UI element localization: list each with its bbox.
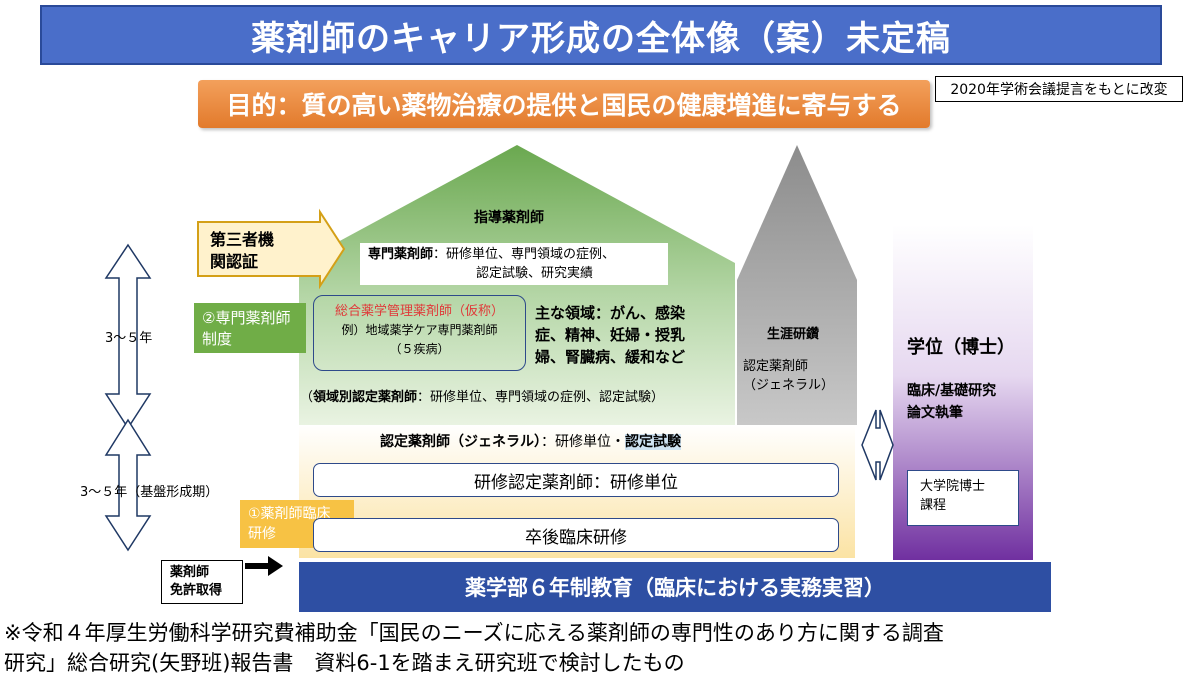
pharmacy-education-bar: 薬学部６年制教育（臨床における実務実習） (299, 562, 1051, 612)
clinical-training-box: ①薬剤師臨床 研修 (240, 500, 354, 548)
lower-years-arrow (104, 418, 152, 552)
domain-certified-title: 領域別認定薬剤師 (313, 390, 418, 405)
clinical-training-line2: 研修 (248, 526, 276, 542)
specialist-system-line2: 制度 (202, 330, 233, 348)
general-certified-highlight: 認定試験 (625, 434, 681, 450)
main-areas-line2: 症、精神、妊婦・授乳 (535, 326, 686, 344)
general-certified-desc: ：研修単位・ (541, 434, 625, 450)
specialist-pharmacist-box: 専門薬剤師：研修単位、専門領域の症例、 認定試験、研究実績 (360, 243, 668, 285)
upper-years-label: 3～５年 (105, 331, 153, 346)
trainee-certified-box: 研修認定薬剤師：研修単位 (313, 463, 839, 497)
comprehensive-example: 例）地域薬学ケア専門薬剤師 (341, 323, 498, 337)
license-arrow (245, 556, 283, 576)
specialist-pharmacist-desc1: ：研修単位、専門領域の症例、 (433, 247, 616, 262)
lifelong-certified-text: 認定薬剤師 （ジェネラル） (743, 357, 834, 395)
lifelong-learning-title: 生涯研鑽 (767, 327, 820, 342)
main-areas-line3: 婦、腎臓病、緩和など (535, 348, 686, 366)
comprehensive-pharmacist-box: 総合薬学管理薬剤師（仮称） 例）地域薬学ケア専門薬剤師 （５疾病） (313, 295, 526, 371)
general-certified-text: 認定薬剤師（ジェネラル）：研修単位・認定試験 (380, 431, 681, 451)
specialist-house (299, 145, 735, 425)
third-party-certification-label: 第三者機 関認証 (202, 224, 302, 282)
guidance-pharmacist-label: 指導薬剤師 (474, 210, 544, 226)
main-areas-text: 主な領域：がん、感染 症、精神、妊婦・授乳 婦、腎臓病、緩和など (535, 302, 685, 368)
footnote-line2: 研究」総合研究(矢野班)報告書 資料6-1を踏まえ研究班で検討したもの (4, 651, 685, 675)
degree-line1: 臨床/基礎研究 (907, 383, 997, 399)
postgrad-training-box: 卒後臨床研修 (313, 518, 839, 552)
lower-years-label: 3～５年（基盤形成期） (80, 485, 219, 500)
third-party-line1: 第三者機 (210, 230, 275, 249)
grad-line1: 大学院博士 (920, 479, 986, 494)
clinical-training-line1: ①薬剤師臨床 (248, 506, 331, 522)
domain-certified-text: （領域別認定薬剤師：研修単位、専門領域の症例、認定試験） (300, 386, 664, 405)
specialist-pharmacist-title: 専門薬剤師 (368, 247, 434, 262)
degree-title: 学位（博士） (907, 337, 1015, 358)
third-party-line2: 関認証 (210, 252, 259, 271)
page-title: 薬剤師のキャリア形成の全体像（案）未定稿 (40, 5, 1162, 65)
comprehensive-diseases: （５疾病） (389, 342, 450, 356)
third-party-arrow (197, 208, 346, 290)
comprehensive-pharmacist-title: 総合薬学管理薬剤師（仮称） (334, 304, 504, 319)
source-note: 2020年学術会議提言をもとに改変 (935, 76, 1183, 102)
lifelong-line1: 認定薬剤師 (743, 359, 809, 374)
graduate-school-box: 大学院博士 課程 (907, 470, 1019, 526)
license-box: 薬剤師 免許取得 (161, 560, 243, 604)
footnote-line1: ※令和４年厚生労働科学研究費補助金「国民のニーズに応える薬剤師の専門性のあり方に… (4, 621, 944, 645)
main-areas-line1: 主な領域：がん、感染 (535, 304, 686, 322)
exchange-arrow (861, 409, 894, 481)
lifelong-tower (737, 145, 857, 425)
specialist-system-line1: ②専門薬剤師 (202, 309, 291, 327)
specialist-pharmacist-desc2: 認定試験、研究実績 (476, 266, 594, 281)
domain-certified-open: （ (300, 390, 314, 405)
lifelong-line2: （ジェネラル） (743, 378, 835, 393)
license-line2: 免許取得 (170, 583, 223, 598)
grad-line2: 課程 (920, 498, 947, 513)
specialist-system-box: ②専門薬剤師 制度 (194, 303, 306, 353)
degree-line2: 論文執筆 (907, 405, 963, 421)
purpose-banner: 目的：質の高い薬物治療の提供と国民の健康増進に寄与する (198, 80, 930, 128)
domain-certified-desc: ：研修単位、専門領域の症例、認定試験） (417, 390, 665, 405)
degree-research-text: 臨床/基礎研究 論文執筆 (907, 380, 996, 424)
footnote: ※令和４年厚生労働科学研究費補助金「国民のニーズに応える薬剤師の専門性のあり方に… (4, 618, 1194, 678)
license-line1: 薬剤師 (170, 565, 210, 580)
general-certified-title: 認定薬剤師（ジェネラル） (380, 434, 541, 450)
